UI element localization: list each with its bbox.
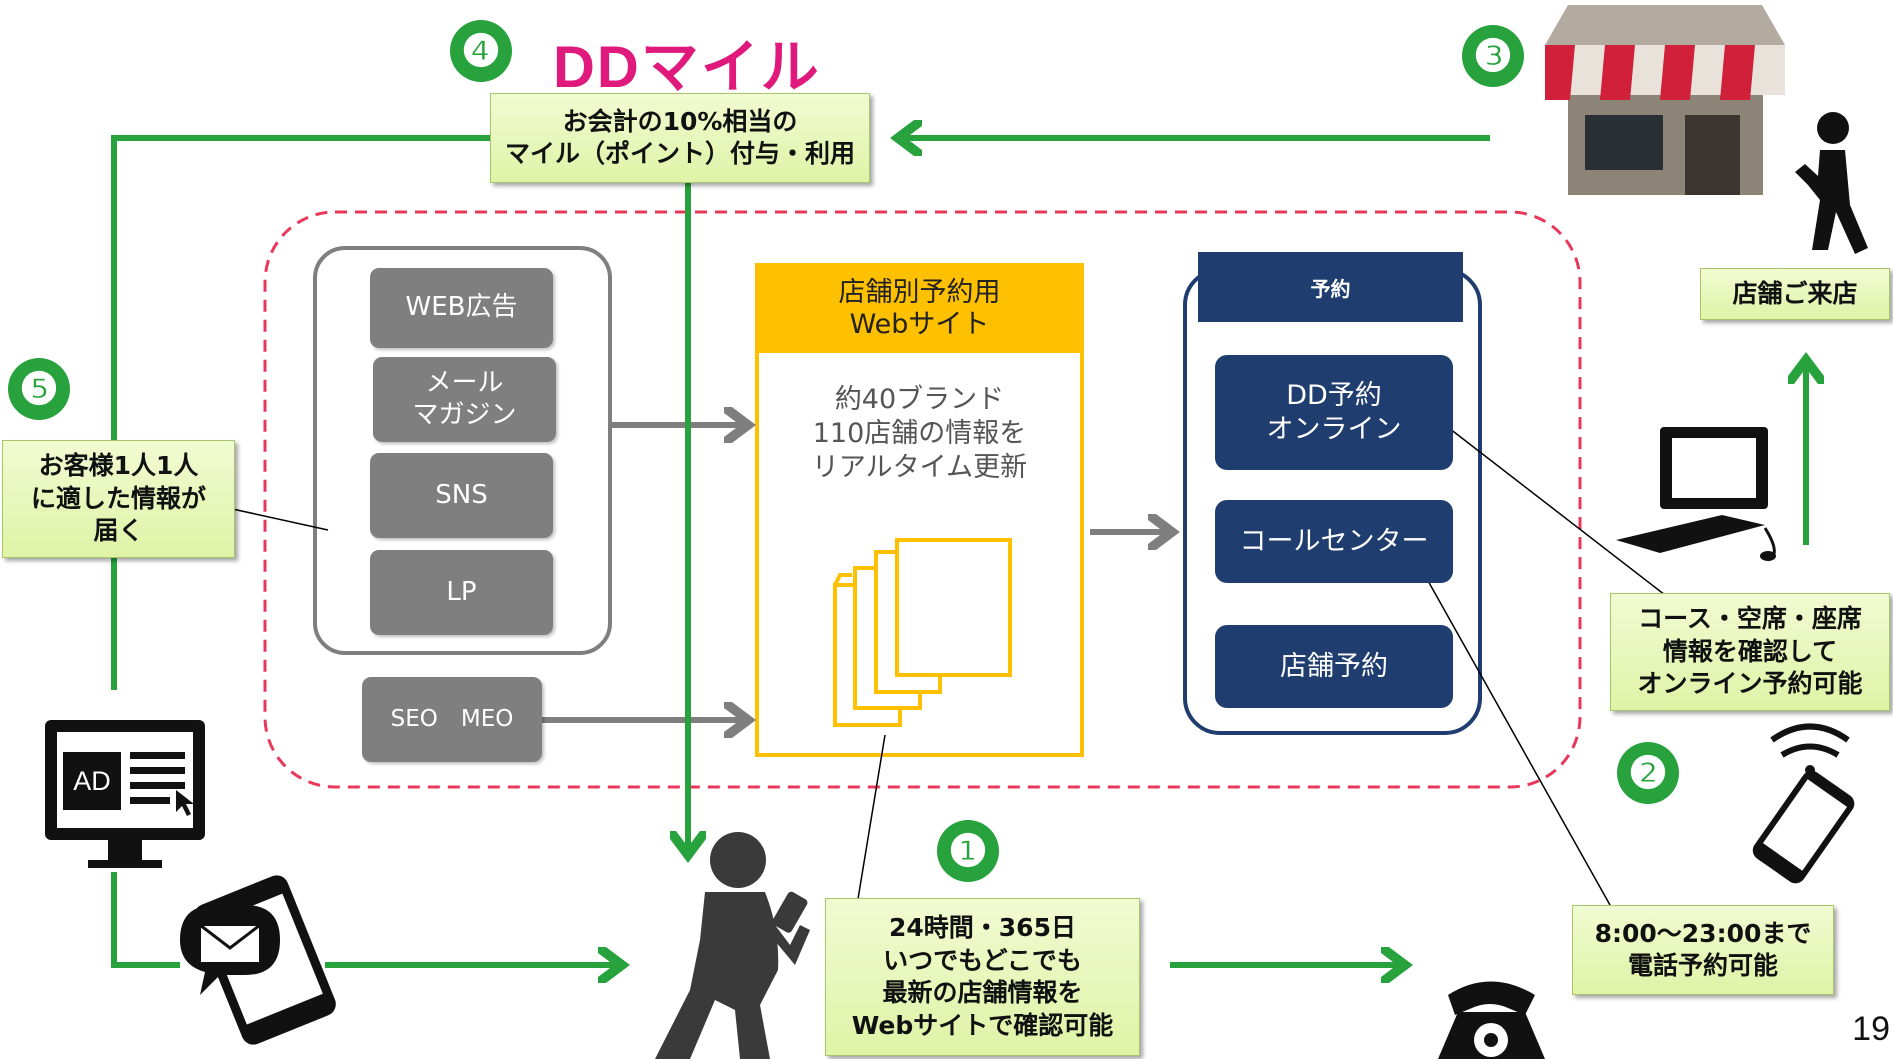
storefront-icon [1545,5,1785,195]
marker-3: ❸ [1462,25,1524,87]
channel-mail-magazine: メール マガジン [373,357,556,442]
document-stack-icon [833,538,1012,727]
smartphone-signal-icon [1752,723,1855,884]
reservation-title: 予約 [1310,276,1351,301]
channel-web-ad: WEB広告 [370,268,553,348]
leader-online [1444,424,1666,596]
note-online: コース・空席・座席 情報を確認して オンライン予約可能 [1610,593,1890,711]
reservation-call-center: コールセンター [1215,500,1453,583]
website-title: 店舗別予約用 Webサイト [838,276,1001,340]
leader-phone [1417,562,1611,906]
note-phone: 8:00〜23:00まで 電話予約可能 [1572,905,1834,995]
note-web-anytime: 24時間・365日 いつでもどこでも 最新の店舗情報を Webサイトで確認可能 [825,898,1140,1056]
website-body: 約40ブランド 110店舗の情報を リアルタイム更新 [811,384,1028,483]
note-visit: 店舗ご来店 [1700,268,1890,320]
reservation-store: 店舗予約 [1215,625,1453,708]
note-mile: お会計の10%相当の マイル（ポイント）付与・利用 [490,93,870,183]
desktop-computer-icon [1616,427,1776,562]
leader-web-anytime [856,734,886,906]
person-with-phone-icon [655,832,810,1059]
marker-2: ❷ [1617,742,1679,804]
leader-customer [227,507,329,531]
channel-seo-meo: SEO MEO [362,677,542,762]
channel-lp: LP [370,550,553,635]
dd-mile-logo: DDマイル [553,35,821,100]
system-boundary [263,210,1582,789]
page-number: 19 [1852,1010,1890,1048]
website-header [757,265,1082,353]
channel-sns: SNS [370,453,553,538]
reservation-dd-online: DD予約 オンライン [1215,355,1453,470]
ad-label: AD [73,765,111,796]
marker-4: ❹ [450,20,512,82]
line-ad-to-phone [111,872,180,968]
marker-1: ❶ [937,820,999,882]
ad-monitor-icon [45,720,205,868]
walking-person-icon [1795,112,1868,254]
note-customer: お客様1人1人 に適した情報が 届く [2,440,235,558]
marker-5: ❺ [8,358,70,420]
smartphone-mail-icon [180,875,336,1045]
reservation-header [1198,252,1463,322]
telephone-icon [1438,981,1545,1059]
